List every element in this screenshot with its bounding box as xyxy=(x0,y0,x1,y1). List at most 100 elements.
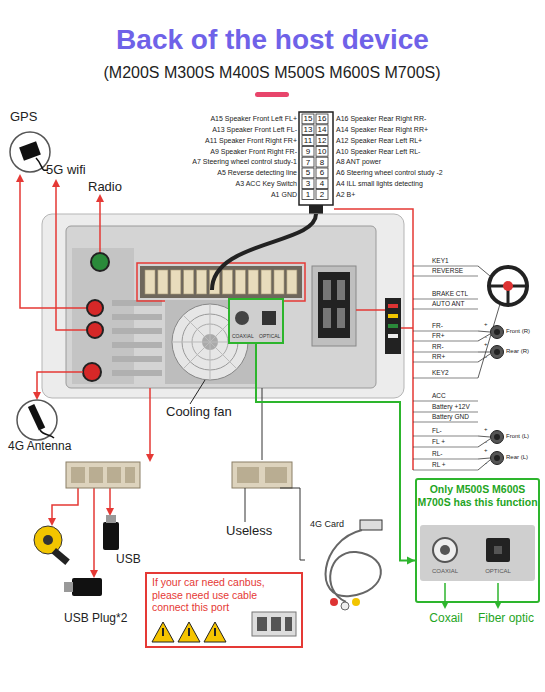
pin-cell xyxy=(316,146,328,156)
text-label: 7 xyxy=(306,158,310,167)
pin-cell xyxy=(302,157,314,167)
text-label: Cooling fan xyxy=(166,405,232,420)
text-label: Front (R) xyxy=(506,328,530,335)
text-label: A1 GND xyxy=(271,191,297,199)
connector-pin xyxy=(222,270,232,294)
node-text: Only M500S M600S M700S has this function xyxy=(417,483,538,508)
text-label: BRAKE CTL xyxy=(432,290,468,297)
diagram-title: Back of the host device xyxy=(0,24,545,56)
pin-connector xyxy=(309,205,323,214)
av-connector xyxy=(125,467,135,483)
right-connector xyxy=(312,266,356,346)
node-text: OPTICAL xyxy=(259,333,280,339)
pin-cell xyxy=(316,125,328,135)
connector-line xyxy=(256,344,415,561)
wire-tick xyxy=(413,352,478,353)
heat-fin xyxy=(112,356,162,362)
heat-fin xyxy=(112,342,162,348)
accent-bar xyxy=(255,92,289,97)
callout-line xyxy=(93,488,95,574)
pin-cell xyxy=(316,168,328,178)
leader-line xyxy=(478,458,490,470)
antenna-ports xyxy=(83,363,101,381)
aux-connector xyxy=(237,467,259,483)
arrow-head xyxy=(16,174,154,578)
text-label: USB Plug*2 xyxy=(64,612,127,626)
head-unit-body xyxy=(42,214,404,398)
connector-pin xyxy=(171,270,181,294)
green-arrow xyxy=(497,583,499,604)
speaker xyxy=(494,455,500,461)
canbus-port xyxy=(271,617,281,631)
wire-tick xyxy=(413,401,478,402)
wire-tick xyxy=(413,412,478,413)
callout-line xyxy=(56,183,86,330)
connector-pin xyxy=(197,270,207,294)
text-label: 6 xyxy=(320,168,324,177)
pin-cell xyxy=(316,179,328,189)
wire-tick xyxy=(413,470,478,471)
leader-line xyxy=(478,304,500,378)
head-unit-body xyxy=(42,214,404,398)
harness-plug xyxy=(388,334,398,338)
port-panel xyxy=(228,298,284,344)
warning-triangle xyxy=(163,628,215,636)
aux-connector xyxy=(265,467,287,483)
text-label: A13 Speaker Front Left FL- xyxy=(212,126,297,134)
text-label: Battery +12V xyxy=(432,403,470,410)
text-label: ACC xyxy=(432,392,446,399)
text-label: 15 xyxy=(304,114,313,123)
connector-pin xyxy=(261,270,271,294)
4g-antenna xyxy=(17,400,57,440)
text-label: 8 xyxy=(320,158,324,167)
usb-plug xyxy=(72,578,102,596)
speaker xyxy=(491,326,504,465)
wire-tick xyxy=(413,436,478,437)
text-label: FL + xyxy=(432,438,445,445)
wire-tick xyxy=(413,362,478,363)
speaker xyxy=(494,349,500,355)
speaker xyxy=(494,434,500,440)
leader-line xyxy=(190,380,205,404)
text-label: 5G wifi xyxy=(46,163,86,178)
text-label: Rear (R) xyxy=(506,348,529,355)
callout-line xyxy=(149,388,151,458)
aux-connector xyxy=(232,462,292,488)
wire-tick xyxy=(413,459,478,460)
gps-antenna xyxy=(19,141,41,160)
connector-pin xyxy=(145,270,155,294)
heat-fins xyxy=(112,300,162,376)
port-panel xyxy=(235,311,249,325)
pin-cell xyxy=(302,136,314,146)
text-label: 14 xyxy=(318,125,327,134)
right-connector xyxy=(323,280,331,300)
node-text: COAXIAL xyxy=(232,333,254,339)
arrow-head xyxy=(33,392,41,400)
text-label: KEY1 xyxy=(432,257,449,264)
text-label: 11 xyxy=(304,136,312,145)
wire-tick xyxy=(413,378,478,379)
antenna-ports xyxy=(83,253,109,381)
callout-line xyxy=(356,309,385,311)
speaker xyxy=(491,452,504,465)
right-connector xyxy=(323,308,331,328)
text-label: A5 Reverse detecting line xyxy=(217,169,297,177)
usb-plug xyxy=(64,578,102,596)
text-label: Front (L) xyxy=(506,433,529,440)
pin-cell xyxy=(302,114,314,124)
arrow-head xyxy=(90,570,98,578)
steering-wheel xyxy=(489,267,527,305)
usb-plug xyxy=(103,522,119,550)
optical-coax-panel xyxy=(494,546,502,554)
text-label: + xyxy=(484,447,488,454)
arrow-head xyxy=(48,518,56,526)
4g-antenna xyxy=(17,400,57,440)
wire xyxy=(212,214,316,290)
harness-plug xyxy=(385,298,401,354)
text-label: Useless xyxy=(226,524,272,539)
aux-connector xyxy=(232,462,292,488)
av-connector xyxy=(71,467,85,483)
text-label: A6 Steering wheel control study -2 xyxy=(336,169,443,177)
text-label: 4 xyxy=(320,179,324,188)
